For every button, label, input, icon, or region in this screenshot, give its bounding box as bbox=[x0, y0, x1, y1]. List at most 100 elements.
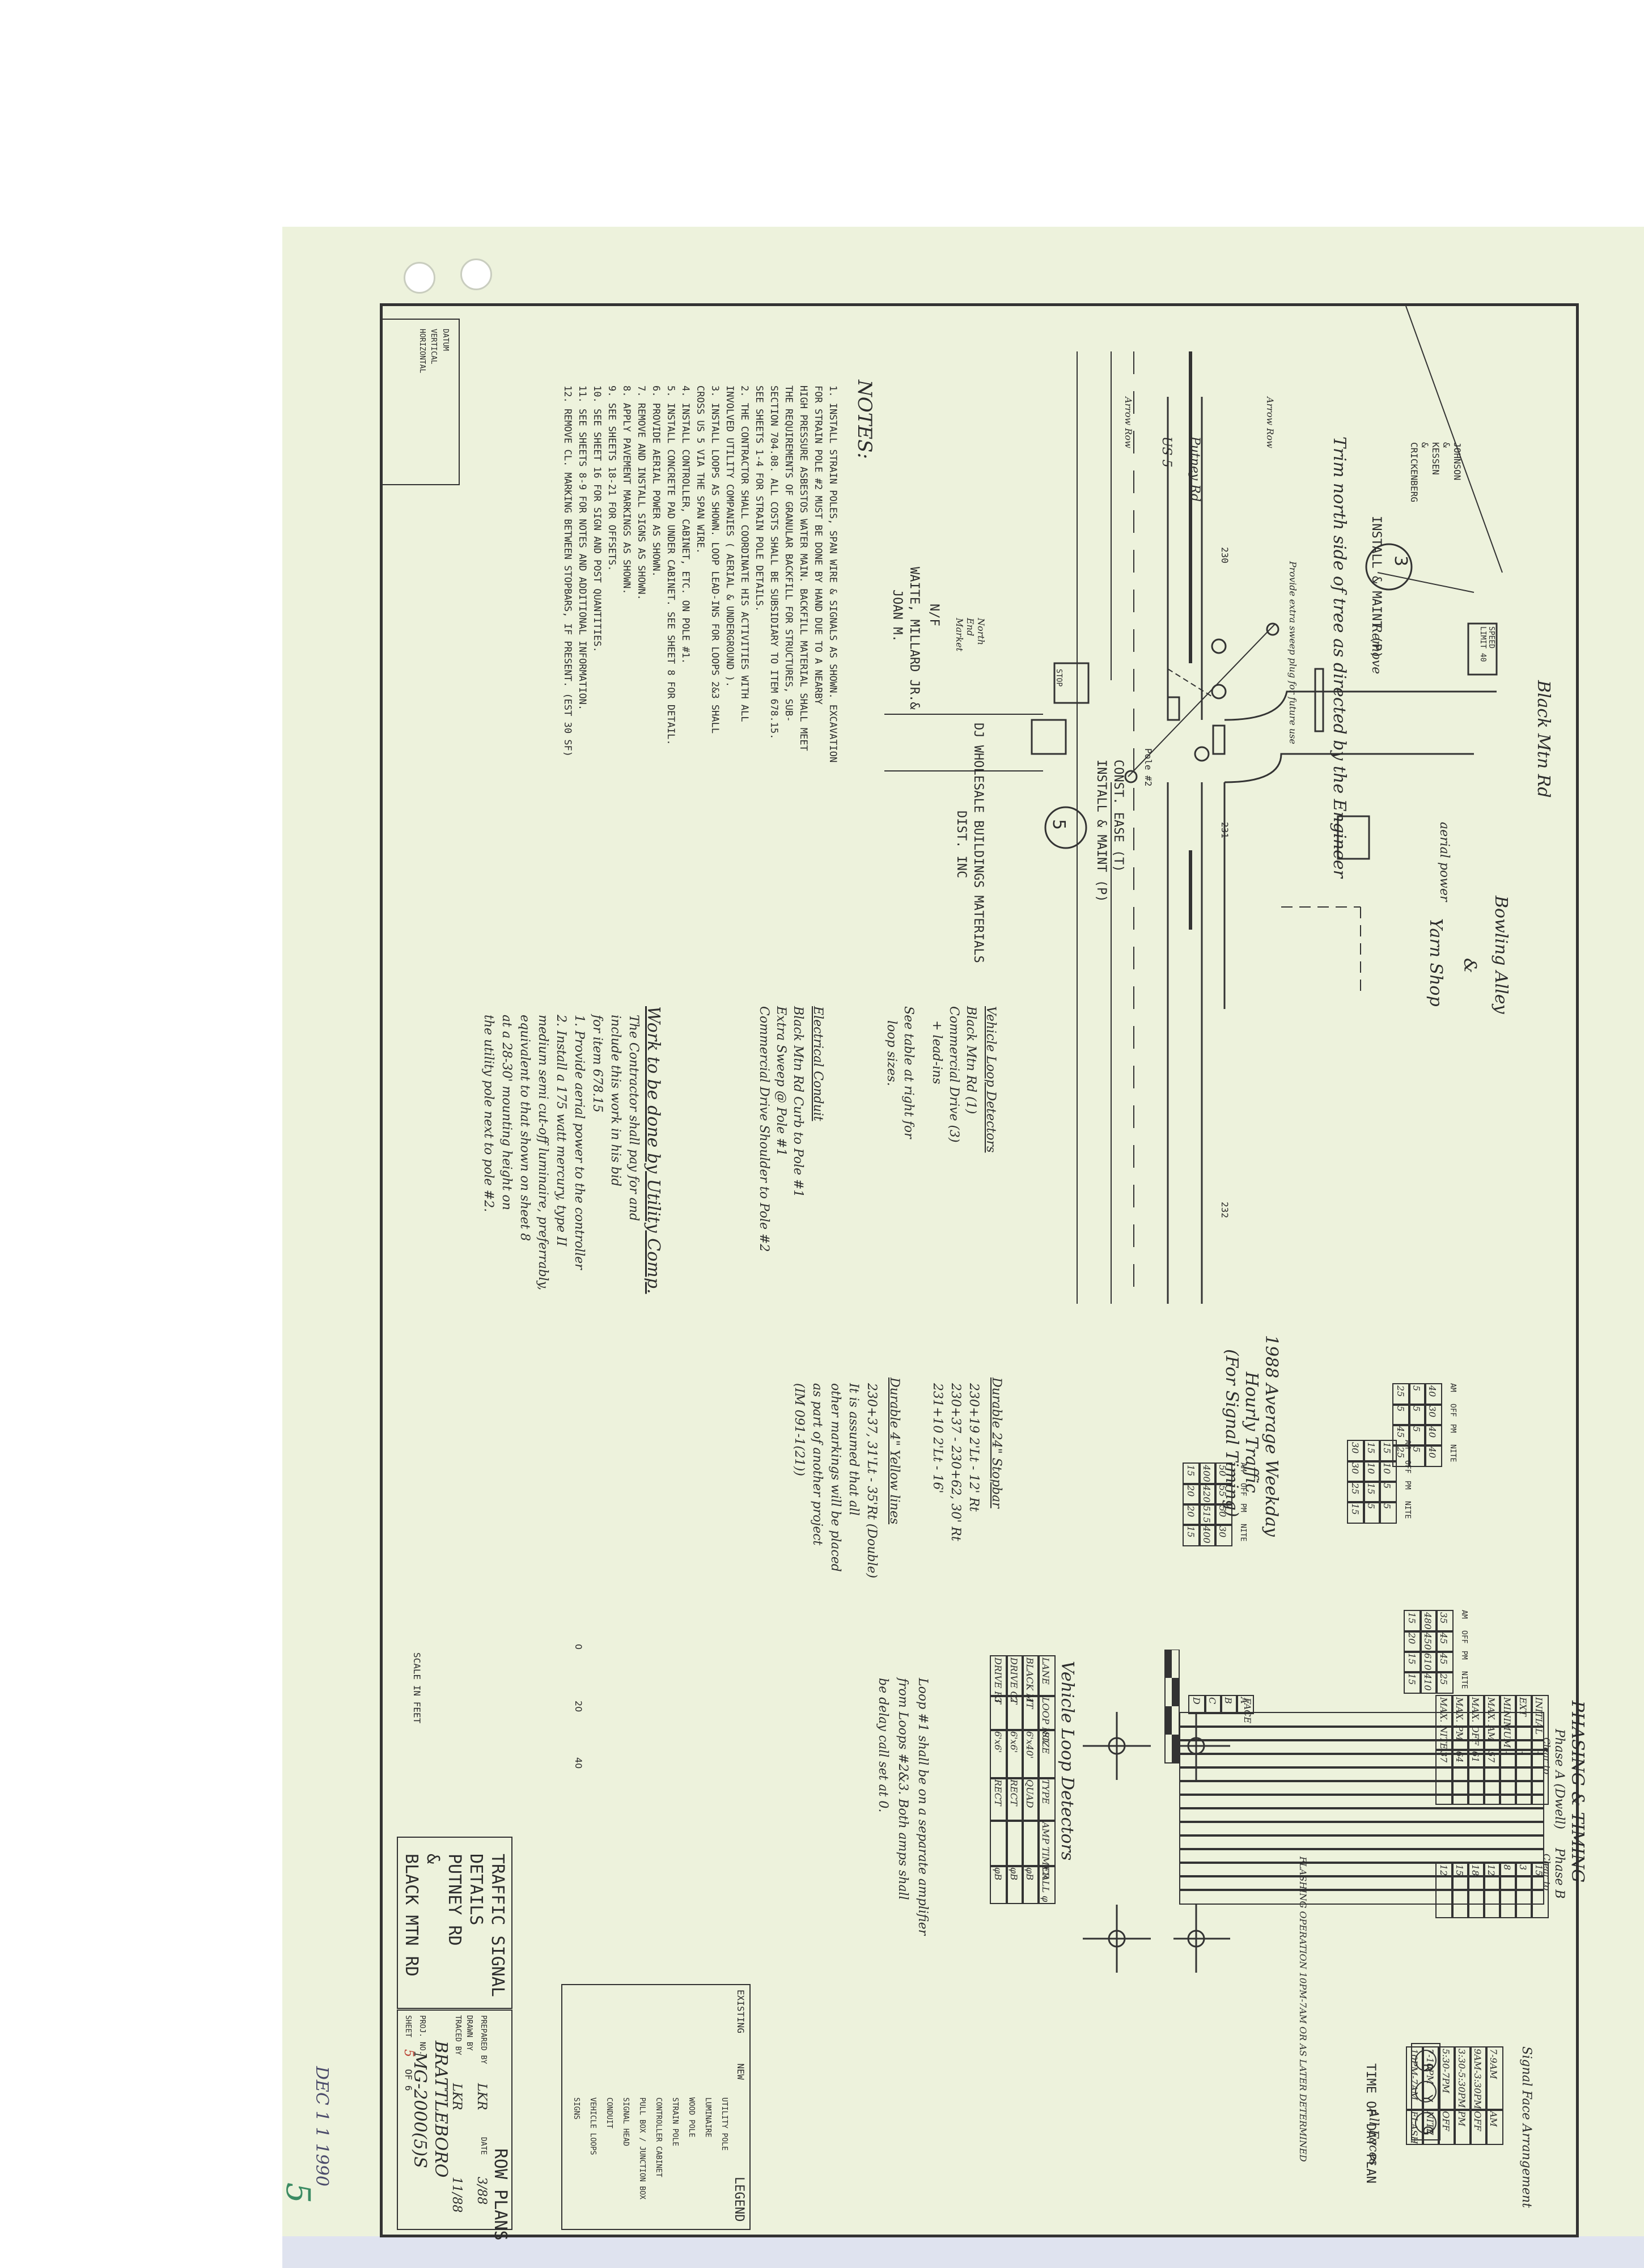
traffic-north-value: 40 bbox=[1427, 1426, 1438, 1438]
traffic-west-value: 50 bbox=[1217, 1465, 1228, 1477]
phasing-row-label-cell bbox=[1531, 1695, 1549, 1751]
stopbar-title: Durable 24" Stopbar bbox=[989, 1377, 1003, 1508]
traffic-north-value-cell bbox=[1408, 1424, 1426, 1447]
utility-line: at a 28-30' mounting height on bbox=[499, 1015, 514, 1210]
const-ease-label: CONST. EASE (T) bbox=[1111, 760, 1125, 872]
traffic-title: 1988 Average Weekday bbox=[1261, 1335, 1281, 1537]
tod-plan-cell bbox=[1469, 2109, 1488, 2145]
traffic-south-value: 30 bbox=[1350, 1462, 1361, 1474]
tod-time-cell bbox=[1438, 2046, 1456, 2111]
traffic-header: AM bbox=[1460, 1610, 1468, 1619]
traffic-north-value: 40 bbox=[1427, 1447, 1438, 1459]
traffic-south-value: 10 bbox=[1382, 1462, 1392, 1474]
loop-notes-line5: loop sizes. bbox=[884, 1020, 899, 1086]
legend-item: WOOD POLE bbox=[687, 2097, 696, 2138]
conduit-line3: Commercial Drive Shoulder to Pole #2 bbox=[757, 1006, 771, 1252]
detector-header-cell bbox=[1037, 1865, 1056, 1904]
traffic-south-value: 5 bbox=[1382, 1503, 1392, 1510]
phasing-value-a-cell bbox=[1467, 1749, 1485, 1805]
traffic-north-value-cell bbox=[1408, 1383, 1426, 1406]
legend-item: UTILITY POLE bbox=[720, 2097, 728, 2151]
traffic-header: AM bbox=[1239, 1462, 1247, 1472]
tod-time-cell bbox=[1454, 2046, 1472, 2111]
utility-line: for item 678.15 bbox=[590, 1015, 604, 1113]
remove-label: Remove bbox=[1369, 624, 1383, 675]
phasing-grid-row bbox=[1179, 1807, 1544, 1823]
prepared-by-value: LKR bbox=[474, 2083, 489, 2110]
traffic-north-value: 5 bbox=[1411, 1426, 1422, 1432]
phase-a-label: Phase A (Dwell) bbox=[1552, 1729, 1566, 1829]
scale-forty: 40 bbox=[573, 1757, 584, 1769]
detector-cell-cell bbox=[1006, 1655, 1024, 1697]
detector-note2: from Loops #2&3. Both amps shall bbox=[896, 1678, 910, 1900]
street-black-mtn-rd: Black Mtn Rd bbox=[1533, 680, 1553, 798]
station-230: 230 bbox=[1219, 547, 1230, 563]
detector-cell-cell bbox=[1022, 1695, 1040, 1731]
phasing-row-label-cell bbox=[1467, 1695, 1485, 1751]
detector-cell-cell bbox=[990, 1777, 1008, 1822]
sheet-label: SHEET bbox=[404, 2015, 412, 2038]
phasing-face-cell bbox=[1236, 1695, 1254, 1714]
legend-existing: EXISTING bbox=[735, 1990, 746, 2034]
tod-plan-cell bbox=[1485, 2109, 1503, 2145]
phasing-value-a-cell bbox=[1451, 1749, 1469, 1805]
phasing-grid-row bbox=[1179, 1875, 1544, 1891]
traffic-east-value-cell bbox=[1420, 1630, 1438, 1653]
detector-cell: 1 bbox=[1024, 1697, 1035, 1703]
prepared-by-label: PREPARED BY bbox=[479, 2015, 488, 2064]
install-maint-p2-label: INSTALL & MAINT (P) bbox=[1094, 760, 1108, 902]
traffic-east-value: 20 bbox=[1406, 1633, 1417, 1644]
title-line: & bbox=[423, 1854, 443, 1864]
traffic-north-value: 45 bbox=[1395, 1426, 1406, 1438]
scale-bar bbox=[1164, 1650, 1180, 1763]
traffic-south-value: 10 bbox=[1366, 1462, 1376, 1474]
traffic-east-value: 15 bbox=[1406, 1653, 1417, 1665]
detector-cell-cell bbox=[1022, 1865, 1040, 1904]
phase-movement-diagrams bbox=[1083, 1712, 1230, 1973]
traffic-south-value-cell bbox=[1363, 1460, 1381, 1483]
traffic-west-value-cell bbox=[1214, 1524, 1232, 1546]
detector-cell: 3 bbox=[993, 1697, 1003, 1703]
traffic-header: OFF bbox=[1403, 1460, 1412, 1474]
loop-notes-line2: Commercial Drive (3) bbox=[947, 1006, 961, 1143]
signal-head-icon bbox=[1411, 2043, 1440, 2140]
traffic-east-value-cell bbox=[1435, 1610, 1454, 1633]
traffic-east-value-cell bbox=[1420, 1610, 1438, 1633]
traffic-west-value-cell bbox=[1198, 1483, 1217, 1506]
traffic-east-value: 15 bbox=[1406, 1673, 1417, 1685]
traffic-east-value-cell bbox=[1404, 1610, 1422, 1633]
legend-item: CONDUIT bbox=[605, 2097, 613, 2129]
detector-header-cell bbox=[1037, 1820, 1056, 1867]
phasing-row-label-cell bbox=[1451, 1695, 1469, 1751]
plan-sheet bbox=[282, 227, 1644, 2268]
traffic-north-value-cell bbox=[1408, 1404, 1426, 1426]
sheet-of: OF 6 bbox=[403, 2069, 414, 2091]
utility-line: medium semi cut-off luminaire, preferrab… bbox=[536, 1015, 550, 1291]
station-232: 232 bbox=[1219, 1202, 1230, 1218]
dist-inc-label: DIST. INC bbox=[954, 811, 968, 879]
detector-header: LANE bbox=[1040, 1657, 1051, 1685]
traffic-west-value-cell bbox=[1214, 1483, 1232, 1506]
detector-cell: RECT bbox=[1009, 1779, 1019, 1806]
tod-plan-cell bbox=[1438, 2109, 1456, 2145]
phasing-row-label-cell bbox=[1499, 1695, 1517, 1751]
utility-line: the utility pole next to pole #2. bbox=[481, 1015, 495, 1213]
traffic-north-value-cell bbox=[1392, 1444, 1410, 1467]
stopbar-line: 230+19 2'Lt - 12' Rt bbox=[967, 1383, 981, 1512]
nf-label: N/F bbox=[927, 604, 941, 626]
phasing-face-cell bbox=[1188, 1695, 1206, 1714]
traffic-west-value: 400 bbox=[1201, 1526, 1212, 1544]
detector-header-cell bbox=[1037, 1695, 1056, 1731]
arrow-row-label-top: Arrow Row bbox=[1265, 397, 1276, 448]
traffic-north-value-cell bbox=[1408, 1444, 1426, 1467]
utility-line: 1. Provide aerial power to the controlle… bbox=[572, 1015, 586, 1270]
traffic-west-value: 20 bbox=[1185, 1506, 1196, 1517]
traffic-south-value-cell bbox=[1347, 1481, 1365, 1503]
traffic-west-value: 30 bbox=[1217, 1526, 1228, 1538]
traffic-west-value-cell bbox=[1198, 1503, 1217, 1526]
traffic-south-value-cell bbox=[1347, 1440, 1365, 1462]
received-date-stamp: DEC 1 1 1990 bbox=[312, 2066, 332, 2187]
legend-item: CONTROLLER CABINET bbox=[654, 2097, 663, 2177]
lamp-r: R bbox=[1420, 2063, 1434, 2072]
title-block-left bbox=[397, 1837, 512, 2009]
